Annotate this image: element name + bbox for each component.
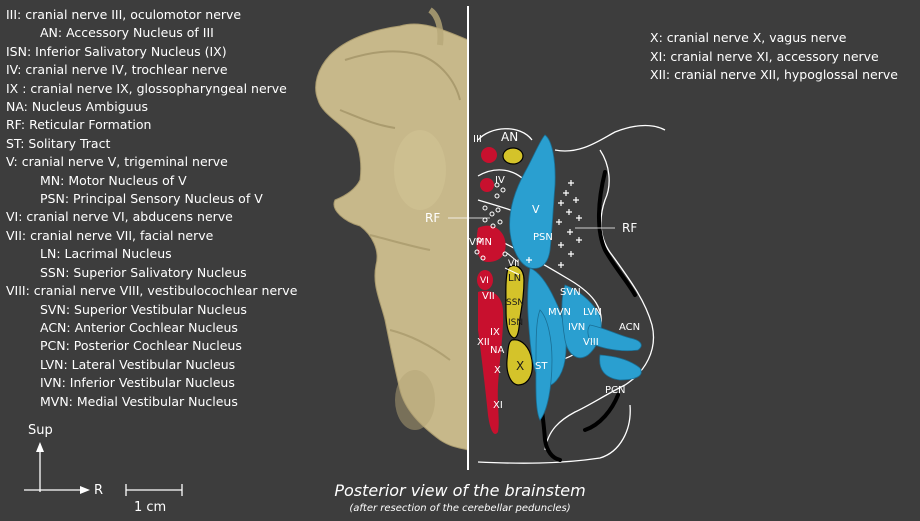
scale-bar-label: 1 cm: [134, 500, 166, 515]
caption-title: Posterior view of the brainstem: [334, 481, 586, 500]
label-VI: VI: [480, 276, 489, 286]
label-SVN: SVN: [560, 287, 581, 298]
label-IX: IX: [490, 327, 500, 338]
label-III: III: [473, 134, 482, 145]
legend-right-item: X: cranial nerve X, vagus nerve: [650, 30, 847, 45]
reticular-formation-crosses: [526, 180, 582, 268]
scale-bar: [125, 484, 183, 496]
legend-right-item: XII: cranial nerve XII, hypoglossal nerv…: [650, 67, 898, 83]
orientation-right-label: R: [94, 483, 103, 498]
legend-left-item: PSN: Principal Sensory Nucleus of V: [40, 191, 263, 207]
legend-left-item: AN: Accessory Nucleus of III: [40, 25, 214, 41]
brainstem-specimen-image: [315, 7, 469, 451]
motor-nuclei: [476, 147, 506, 435]
legend-left-item: VI: cranial nerve VI, abducens nerve: [6, 209, 233, 225]
legend-right-item: XI: cranial nerve XI, accessory nerve: [650, 48, 879, 64]
legend-right: X: cranial nerve X, vagus nerve XI: cran…: [650, 29, 898, 85]
legend-left-item: NA: Nucleus Ambiguus: [6, 99, 149, 115]
legend-left-item: IX : cranial nerve IX, glossopharyngeal …: [6, 80, 287, 96]
legend-left-item: MVN: Medial Vestibular Nucleus: [40, 393, 238, 409]
legend-left-item: III: cranial nerve III, oculomotor nerve: [6, 7, 242, 22]
legend-left-item: V: cranial nerve V, trigeminal nerve: [6, 154, 228, 170]
label-ACN: ACN: [619, 322, 640, 333]
label-VMN: VMN: [469, 237, 492, 248]
label-V: V: [532, 203, 540, 216]
label-RF-right: RF: [622, 221, 637, 235]
label-RF-left: RF: [425, 211, 440, 225]
legend-left-item: ST: Solitary Tract: [6, 135, 111, 151]
label-NA: NA: [490, 345, 504, 356]
caption-subtitle: (after resection of the cerebellar pedun…: [349, 503, 571, 514]
label-ISN: ISN: [508, 318, 523, 328]
legend-left-item: SSN: Superior Salivatory Nucleus: [40, 264, 247, 280]
parasympathetic-nuclei: [502, 147, 533, 386]
label-MVN: MVN: [548, 307, 571, 318]
legend-left-item: SVN: Superior Vestibular Nucleus: [40, 301, 247, 317]
label-ST: ST: [535, 361, 548, 372]
label-LVN: LVN: [583, 307, 602, 318]
label-SSN: SSN: [506, 298, 524, 308]
label-IVN: IVN: [568, 322, 585, 333]
label-X-yellow: X: [516, 359, 524, 373]
legend-left-item: RF: Reticular Formation: [6, 117, 152, 133]
label-PCN: PCN: [605, 385, 626, 396]
legend-left-item: ISN: Inferior Salivatory Nucleus (IX): [6, 43, 227, 59]
orientation-sup-label: Sup: [28, 423, 53, 438]
legend-left-item: LVN: Lateral Vestibular Nucleus: [40, 356, 236, 372]
legend-left-item: ACN: Anterior Cochlear Nucleus: [40, 319, 238, 335]
reticular-formation-marks: [474, 182, 508, 261]
legend-left-item: PCN: Posterior Cochlear Nucleus: [40, 338, 242, 354]
label-XII: XII: [477, 337, 490, 348]
label-VIII: VIII: [583, 337, 599, 348]
label-LN: LN: [508, 273, 521, 284]
legend-left-item: IV: cranial nerve IV, trochlear nerve: [6, 62, 228, 78]
legend-left-item: IVN: Inferior Vestibular Nucleus: [40, 375, 235, 391]
legend-left: III: cranial nerve III, oculomotor nerve…: [6, 6, 297, 411]
sensory-nuclei: [509, 134, 642, 421]
legend-left-item: MN: Motor Nucleus of V: [40, 172, 187, 188]
orientation-indicator: [24, 442, 90, 494]
legend-left-item: VIII: cranial nerve VIII, vestibulocochl…: [6, 283, 298, 299]
label-VII: VII: [482, 291, 495, 302]
label-IV: IV: [495, 175, 505, 186]
label-VII-top: VII: [508, 259, 519, 269]
legend-left-item: VII: cranial nerve VII, facial nerve: [6, 227, 214, 243]
legend-left-item: LN: Lacrimal Nucleus: [40, 246, 172, 262]
label-AN: AN: [501, 130, 518, 144]
label-X-red: X: [494, 365, 501, 376]
label-XI: XI: [493, 400, 503, 411]
label-PSN: PSN: [533, 232, 553, 243]
